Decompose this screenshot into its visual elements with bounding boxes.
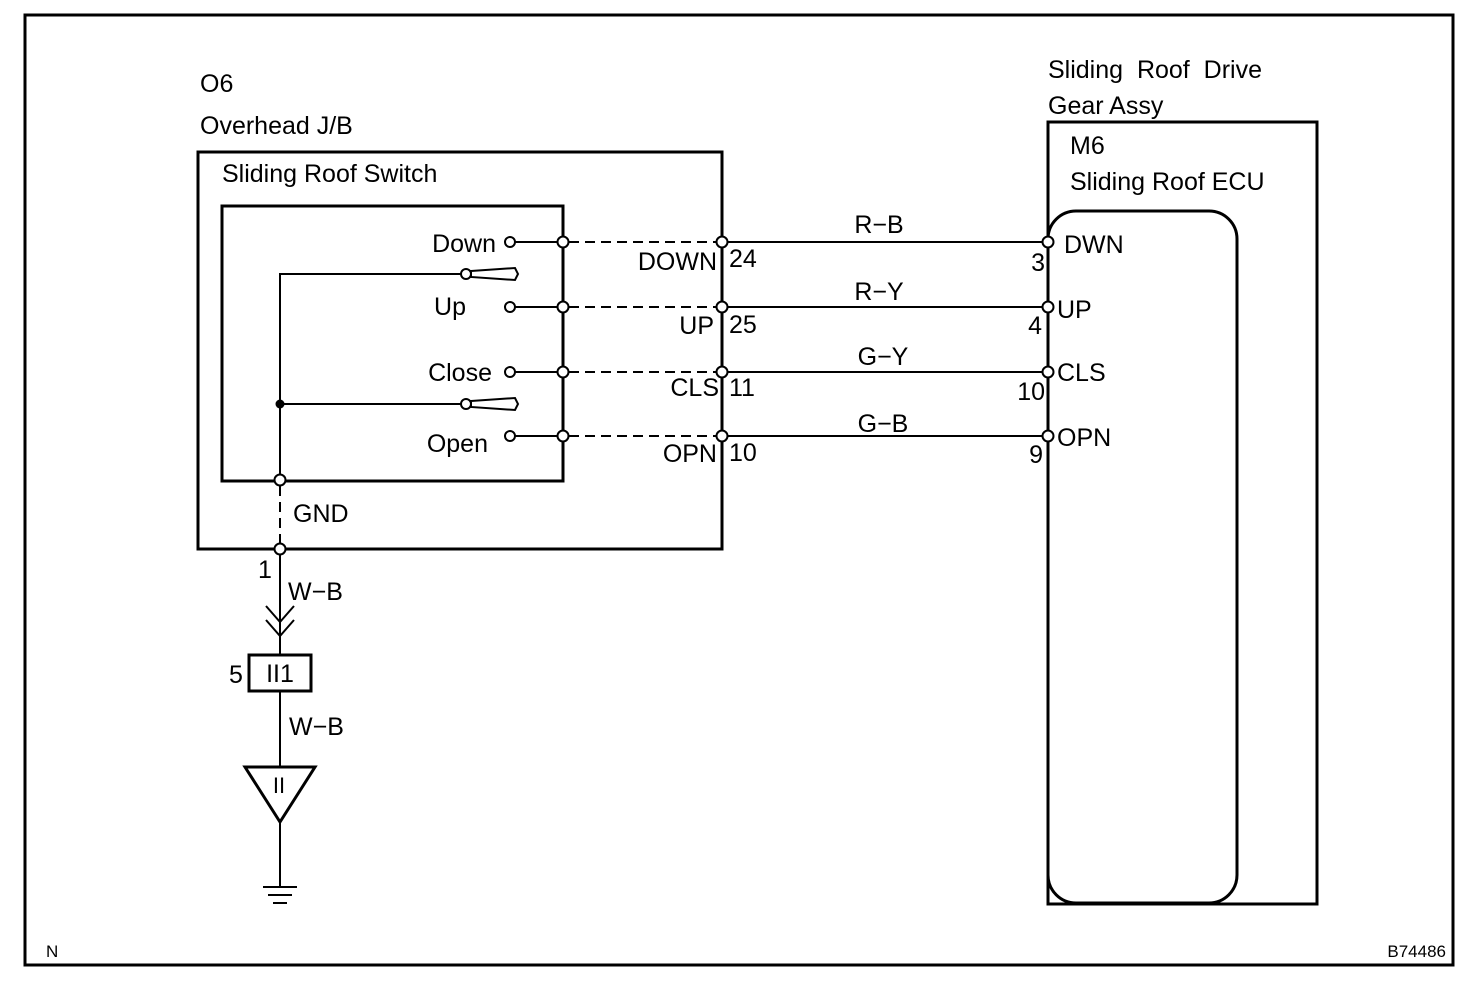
switch-position-up: Up [434, 293, 466, 321]
ground-icon [263, 886, 297, 904]
connector-chevron-lower [265, 619, 295, 638]
wire-color-ground-upper: W−B [288, 578, 343, 606]
ecu-terminal-label-up: UP [1057, 296, 1092, 324]
diagram-frame [23, 13, 1455, 967]
switch-gnd-terminal [273, 473, 287, 487]
overhead-jb-box [196, 150, 724, 551]
jb-terminal-opn [715, 429, 729, 443]
ecu-terminal-label-dwn: DWN [1064, 231, 1124, 259]
ecu-assembly-title-line2: Gear Assy [1048, 92, 1164, 120]
contact-open [504, 430, 516, 442]
ecu-terminal-dwn [1041, 235, 1055, 249]
ecu-terminal-up [1041, 300, 1055, 314]
jb-terminal-label-cls: CLS [670, 374, 719, 402]
switch-position-down: Down [432, 230, 496, 258]
ecu-terminal-opn [1041, 429, 1055, 443]
switch-position-close: Close [428, 359, 492, 387]
jb-connector-code: O6 [200, 70, 233, 98]
switch-common-line [279, 273, 466, 480]
jb-pin-opn: 10 [729, 439, 757, 467]
wire-color-down: R−B [854, 211, 903, 239]
switch-pin-down [556, 235, 570, 249]
jb-ground-pin-number: 1 [258, 556, 272, 584]
switch-pin-close [556, 365, 570, 379]
gnd-terminal-label: GND [293, 500, 349, 528]
jb-terminal-label-down: DOWN [638, 248, 717, 276]
jb-terminal-down [715, 235, 729, 249]
ecu-assembly-title-line1: Sliding Roof Drive [1048, 56, 1262, 84]
ecu-terminal-label-opn: OPN [1057, 424, 1111, 452]
contact-upper-pivot [460, 268, 472, 280]
ground-point-code: II [273, 773, 285, 798]
wire-color-up: R−Y [854, 278, 904, 306]
contact-up [504, 301, 516, 313]
jb-terminal-cls [715, 365, 729, 379]
switch-position-open: Open [427, 430, 488, 458]
sliding-roof-ecu-box [1046, 209, 1239, 905]
contact-upper-blade [470, 266, 520, 282]
corner-letter: N [46, 942, 58, 961]
ecu-terminal-label-cls: CLS [1057, 359, 1106, 387]
switch-pin-open [556, 429, 570, 443]
junction-connector-code: II1 [266, 660, 294, 688]
wire-color-open: G−B [858, 410, 909, 438]
ecu-pin-opn: 9 [1029, 441, 1043, 469]
jb-terminal-up [715, 300, 729, 314]
jb-pin-cls: 11 [729, 374, 755, 402]
jb-name: Overhead J/B [200, 112, 353, 140]
ecu-pin-up: 4 [1028, 312, 1042, 340]
contact-lower-blade [470, 396, 520, 412]
wire-color-close: G−Y [858, 343, 909, 371]
switch-name: Sliding Roof Switch [222, 160, 437, 188]
jb-ground-pin [273, 542, 287, 556]
junction-connector-pin: 5 [229, 661, 243, 689]
wire-color-ground-lower: W−B [289, 713, 344, 741]
contact-close [504, 366, 516, 378]
ecu-pin-cls: 10 [1017, 378, 1045, 406]
contact-lower-pivot [460, 398, 472, 410]
contact-down [504, 236, 516, 248]
ground-point-triangle [242, 765, 318, 825]
sliding-roof-switch-box [220, 204, 565, 483]
jb-terminal-label-up: UP [679, 312, 714, 340]
ecu-name: Sliding Roof ECU [1070, 168, 1265, 196]
figure-code: B74486 [1387, 942, 1446, 961]
switch-pin-up [556, 300, 570, 314]
jb-pin-down: 24 [729, 245, 757, 273]
ecu-connector-code: M6 [1070, 132, 1105, 160]
ecu-pin-dwn: 3 [1031, 249, 1045, 277]
jb-terminal-label-opn: OPN [663, 440, 717, 468]
ecu-terminal-cls [1041, 365, 1055, 379]
jb-pin-up: 25 [729, 311, 757, 339]
connector-chevron-upper [265, 605, 295, 624]
